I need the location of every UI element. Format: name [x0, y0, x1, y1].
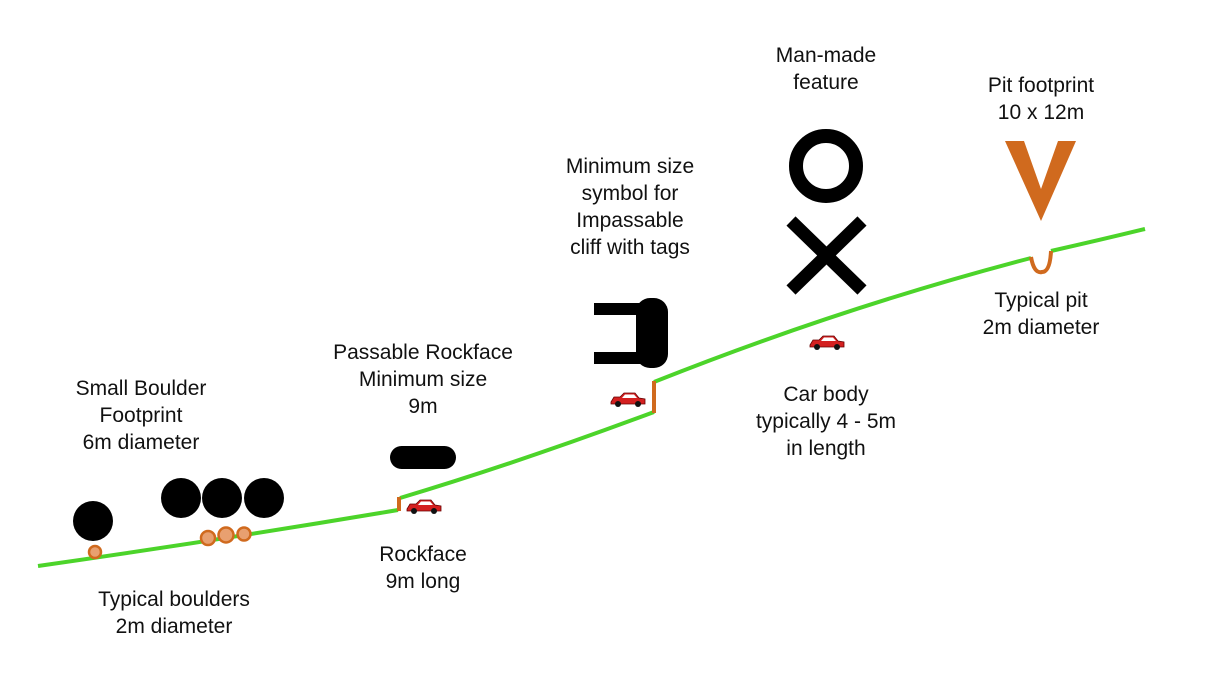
label-small-boulder: Small Boulder Footprint 6m diameter [76, 375, 207, 456]
label-line: Small Boulder [75, 377, 207, 400]
car-icon [610, 392, 646, 408]
label-line: Man-made [775, 44, 877, 67]
label-line: Rockface [379, 543, 467, 566]
label-line: 9m long [385, 570, 461, 593]
impassable-cliff-symbol [594, 298, 668, 368]
label-line: symbol for [581, 182, 679, 205]
label-line: cliff with tags [570, 236, 690, 259]
typical-boulder [87, 544, 103, 560]
typical-pit [1029, 250, 1053, 275]
label-pit-footprint: Pit footprint 10 x 12m [988, 72, 1094, 126]
passable-rockface-symbol [390, 446, 456, 469]
label-line: 2m diameter [115, 615, 233, 638]
ground-line [399, 410, 655, 500]
label-line: Passable Rockface [333, 341, 513, 364]
label-rockface: Rockface 9m long [379, 541, 467, 595]
label-line: Footprint [99, 404, 183, 427]
label-car-body: Car body typically 4 - 5m in length [756, 381, 896, 462]
label-line: 2m diameter [982, 316, 1100, 339]
label-line: feature [793, 71, 859, 94]
typical-boulder [217, 526, 235, 544]
label-line: 6m diameter [82, 431, 200, 454]
small-boulder-symbol [73, 501, 113, 541]
label-passable-rockface: Passable Rockface Minimum size 9m [333, 339, 513, 420]
label-line: Pit footprint [987, 74, 1095, 97]
man-made-circle-symbol [789, 129, 863, 203]
boulder-symbol [202, 478, 242, 518]
typical-boulder [236, 526, 252, 542]
pit-footprint-symbol [1005, 141, 1076, 221]
label-line: Typical boulders [98, 588, 250, 611]
label-line: Impassable [576, 209, 684, 232]
ground-line [653, 256, 1032, 384]
label-line: 9m [408, 395, 438, 418]
car-icon [406, 499, 442, 515]
label-typical-boulders: Typical boulders 2m diameter [98, 586, 250, 640]
typical-boulder [199, 529, 217, 547]
boulder-symbol [244, 478, 284, 518]
car-icon [809, 335, 845, 351]
label-line: Car body [783, 383, 869, 406]
label-line: typically 4 - 5m [755, 410, 897, 433]
label-impassable-cliff: Minimum size symbol for Impassable cliff… [566, 153, 694, 261]
label-man-made: Man-made feature [776, 42, 876, 96]
boulder-symbol [161, 478, 201, 518]
label-line: in length [786, 437, 866, 460]
label-line: Typical pit [994, 289, 1088, 312]
label-line: 10 x 12m [997, 101, 1085, 124]
label-line: Minimum size [358, 368, 488, 391]
ground-line [1050, 227, 1146, 253]
label-line: Minimum size [565, 155, 695, 178]
label-typical-pit: Typical pit 2m diameter [983, 287, 1100, 341]
man-made-cross-symbol [786, 216, 867, 295]
